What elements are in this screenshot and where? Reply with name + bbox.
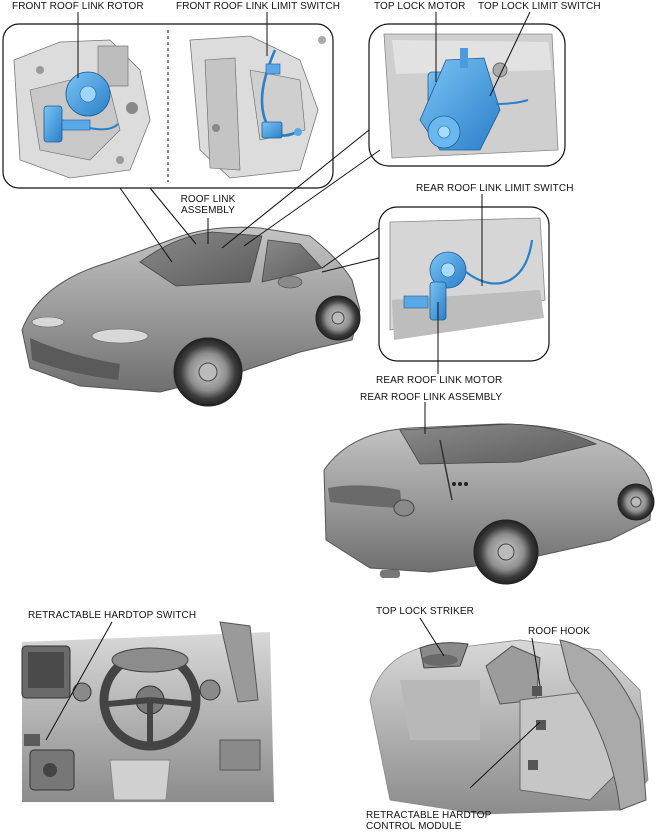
label-control-module-line2: CONTROL MODULE <box>366 821 462 832</box>
leader-lines <box>45 11 541 789</box>
label-top-lock-limit-switch: TOP LOCK LIMIT SWITCH <box>478 1 601 12</box>
front-roof-link-limit-switch-illustration <box>189 35 326 179</box>
top-lock-motor-illustration <box>419 48 529 151</box>
car-front-three-quarter-view <box>21 226 361 407</box>
label-rear-roof-link-assembly: REAR ROOF LINK ASSEMBLY <box>360 392 503 403</box>
top-lock-callout <box>368 23 566 167</box>
rear-roof-link-motor-illustration <box>403 239 534 321</box>
car-rear-three-quarter-view <box>323 423 655 585</box>
label-rear-roof-link-limit-switch: REAR ROOF LINK LIMIT SWITCH <box>416 183 574 194</box>
rear-roof-link-callout <box>378 206 550 362</box>
label-top-lock-motor: TOP LOCK MOTOR <box>374 1 466 12</box>
label-roof-hook: ROOF HOOK <box>528 626 591 637</box>
label-front-roof-link-limit-switch: FRONT ROOF LINK LIMIT SWITCH <box>176 1 341 12</box>
convertible-interior-view <box>369 639 649 815</box>
label-roof-link-assembly-line1: ROOF LINK <box>180 194 236 205</box>
label-front-roof-link-rotor: FRONT ROOF LINK ROTOR <box>12 1 144 12</box>
label-retractable-hardtop-switch: RETRACTABLE HARDTOP SWITCH <box>28 610 197 621</box>
interior-dashboard-view <box>21 621 274 802</box>
label-retractable-hardtop-control-module: RETRACTABLE HARDTOP CONTROL MODULE <box>366 810 491 832</box>
label-control-module-line1: RETRACTABLE HARDTOP <box>366 810 492 821</box>
label-top-lock-striker: TOP LOCK STRIKER <box>376 606 474 617</box>
label-rear-roof-link-motor: REAR ROOF LINK MOTOR <box>376 375 503 386</box>
front-roof-link-callout <box>2 23 334 189</box>
front-roof-link-rotor-illustration <box>13 39 151 179</box>
label-roof-link-assembly: ROOF LINK ASSEMBLY <box>170 194 246 216</box>
label-roof-link-assembly-line2: ASSEMBLY <box>181 205 235 216</box>
